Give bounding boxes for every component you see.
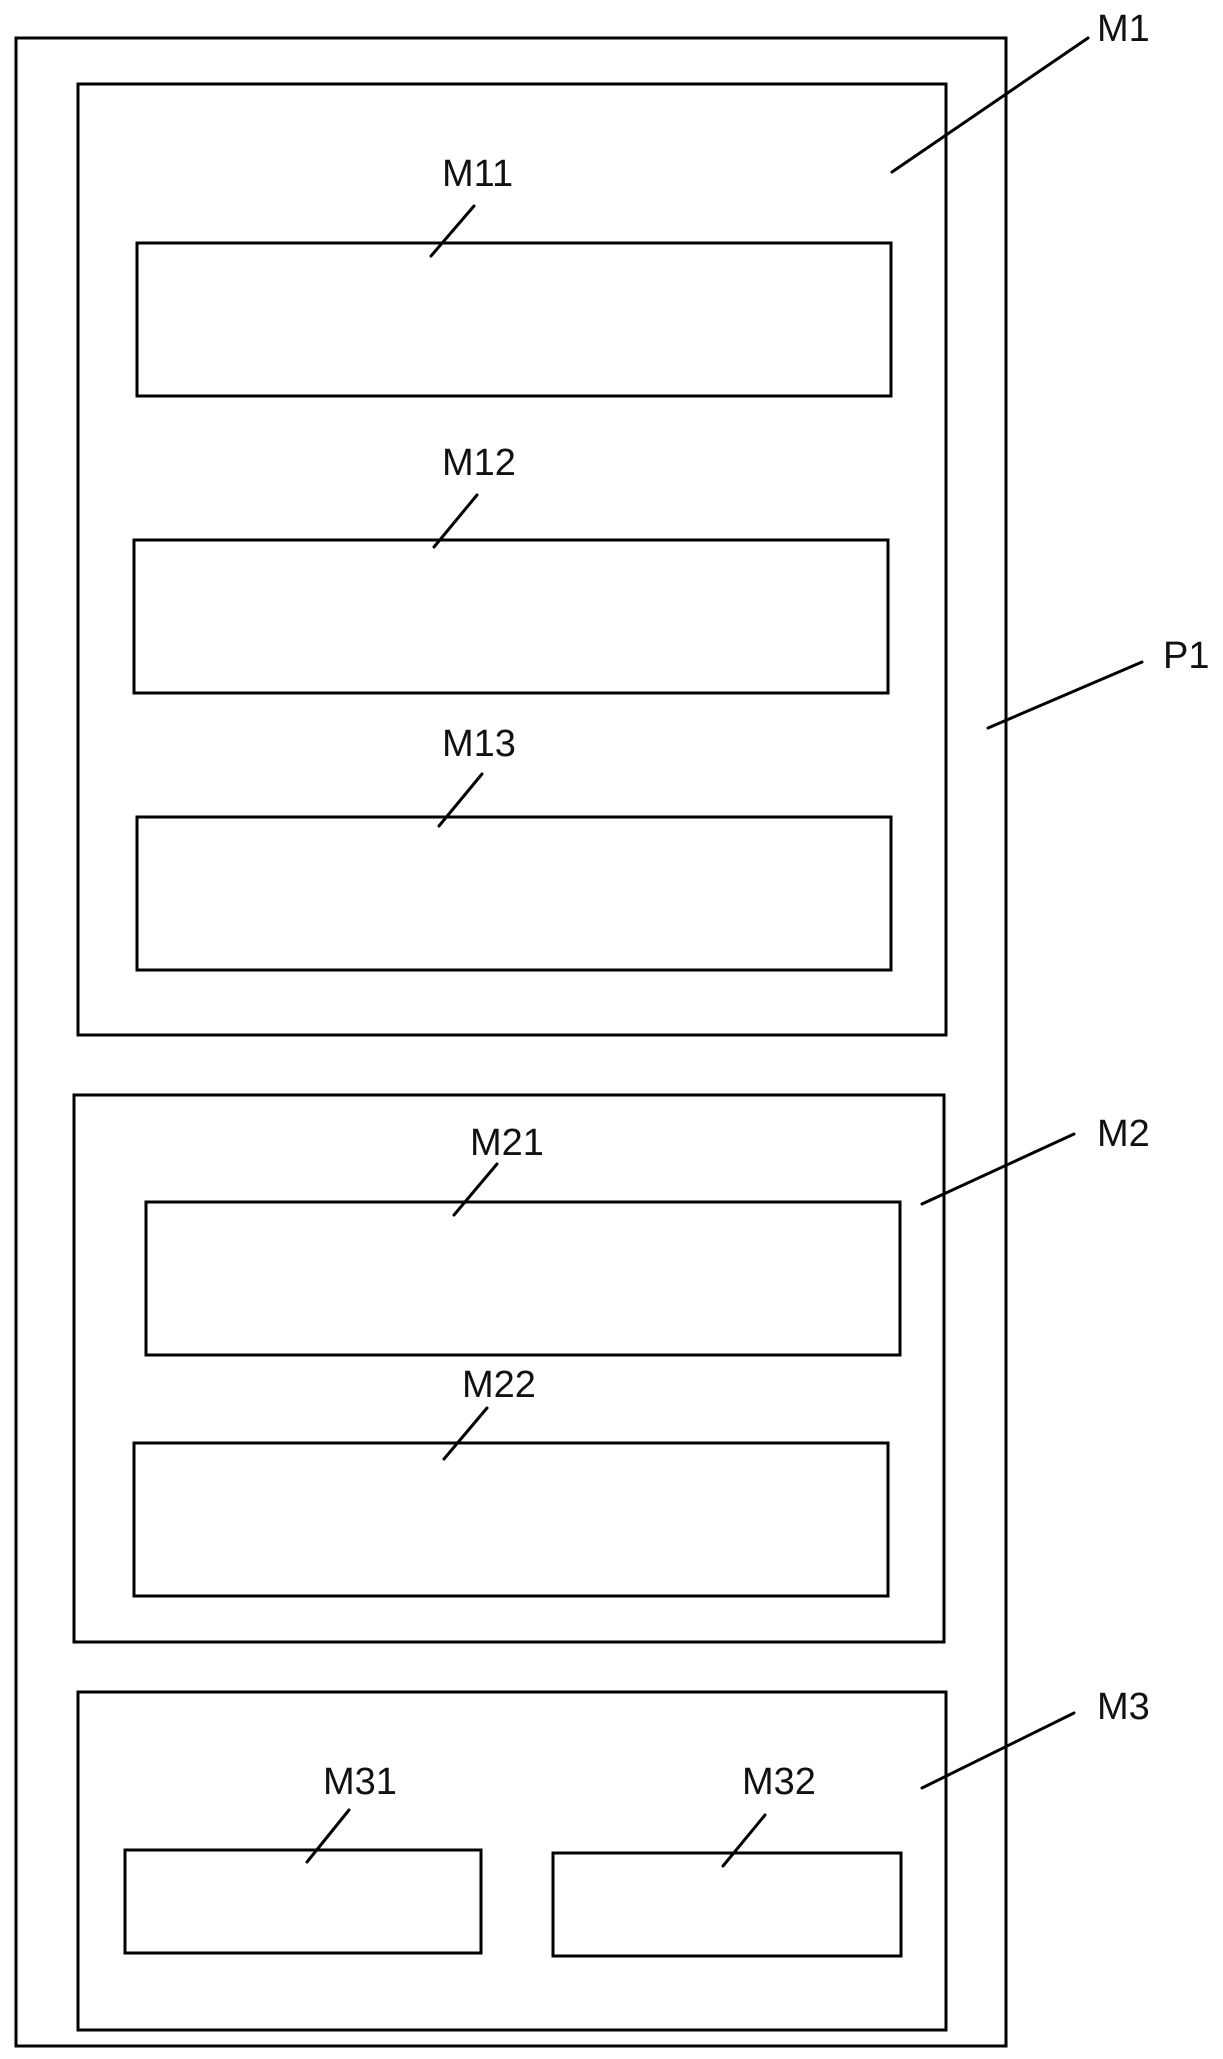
label-m11: M11: [442, 153, 513, 195]
label-m21: M21: [470, 1122, 544, 1164]
leader-m13: [437, 772, 484, 828]
leader-m22: [442, 1406, 489, 1461]
label-m31: M31: [323, 1761, 397, 1803]
leader-m32: [721, 1813, 767, 1868]
label-m12: M12: [442, 442, 516, 484]
leader-m1: [890, 36, 1090, 174]
outer-frame-p1: [14, 36, 1008, 2048]
submodule-m13: [135, 815, 893, 972]
submodule-m12: [132, 538, 890, 695]
leader-m2: [920, 1132, 1076, 1206]
label-p1: P1: [1163, 635, 1209, 677]
leader-m3: [920, 1711, 1076, 1790]
leader-m12: [432, 493, 479, 549]
submodule-m32: [551, 1851, 903, 1958]
module-m3: [76, 1690, 948, 2032]
leader-m31: [305, 1808, 351, 1864]
label-m13: M13: [442, 723, 516, 765]
leader-p1: [986, 660, 1144, 730]
label-m1: M1: [1097, 8, 1150, 50]
submodule-m22: [132, 1441, 890, 1598]
label-m3: M3: [1097, 1686, 1150, 1728]
label-m2: M2: [1097, 1113, 1150, 1155]
submodule-m21: [144, 1200, 902, 1357]
label-m22: M22: [462, 1364, 536, 1406]
leader-m21: [452, 1162, 499, 1217]
module-m1: [76, 82, 948, 1037]
module-m2: [72, 1093, 946, 1644]
submodule-m31: [123, 1848, 483, 1955]
submodule-m11: [135, 241, 893, 398]
label-m32: M32: [742, 1761, 816, 1803]
leader-m11: [429, 204, 476, 258]
